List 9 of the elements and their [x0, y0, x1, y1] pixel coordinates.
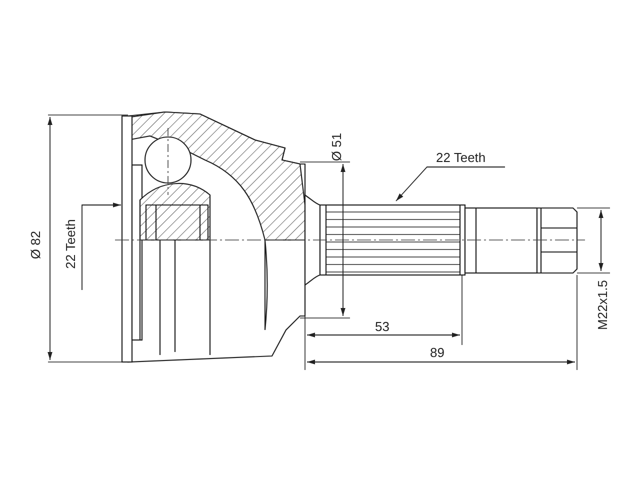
dimension-label: Ø 82: [29, 230, 44, 260]
callout-text: 22 Teeth: [64, 219, 78, 269]
thread-size-label: M22x1.5: [596, 280, 610, 330]
leader-line: [396, 166, 506, 202]
callout-text: 22 Teeth: [436, 151, 486, 165]
dimension-label: Ø 51: [330, 132, 344, 162]
leader-line: [82, 202, 122, 290]
dimension-label: 53: [375, 320, 390, 334]
dimension-label: 89: [430, 346, 444, 360]
